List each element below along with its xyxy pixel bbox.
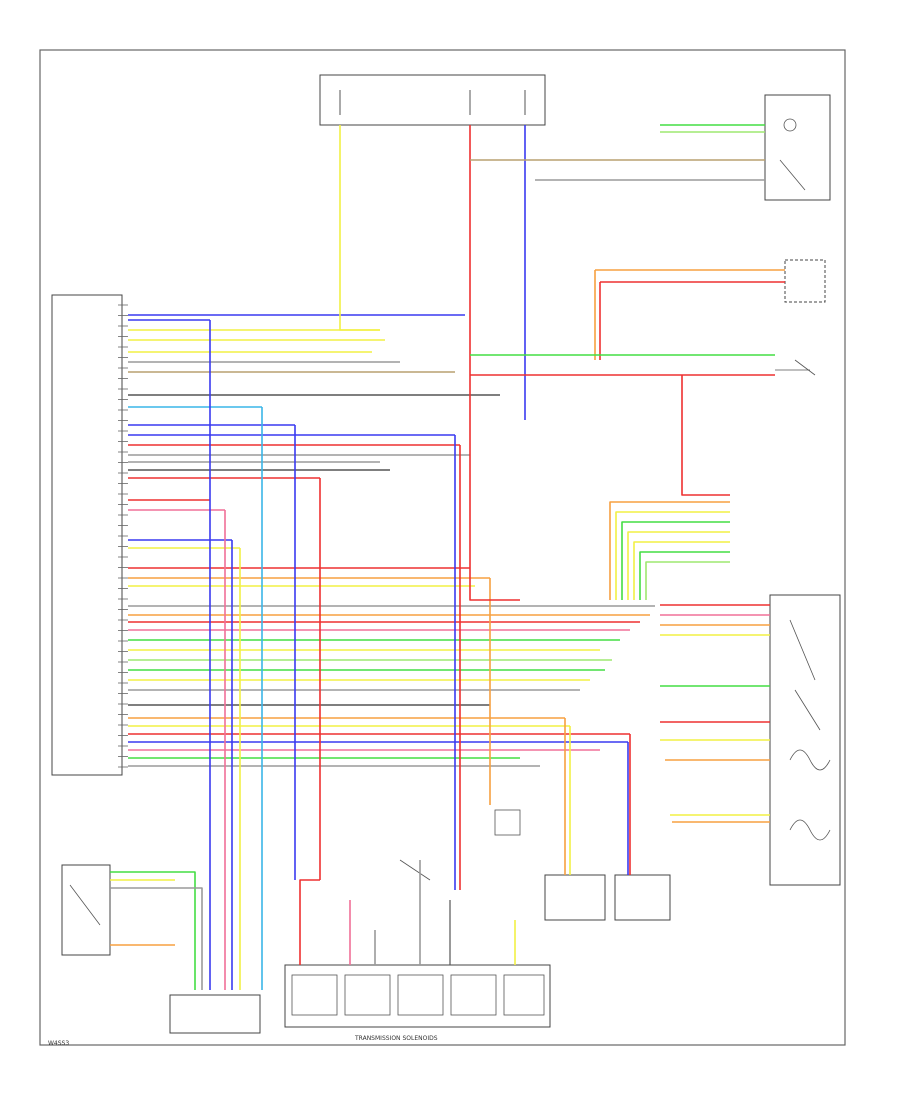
- wire-93: [299, 879, 320, 965]
- wire-74: [633, 541, 730, 600]
- transmission-label: TRANSMISSION SOLENOIDS: [354, 1035, 438, 1042]
- throttle-position-sensor: [61, 864, 111, 956]
- wire-57: [469, 125, 520, 601]
- transmission-assembly: [284, 964, 551, 1028]
- ecu-pin-list: [118, 304, 128, 768]
- wire-harness: [110, 124, 785, 990]
- wire-91: [175, 871, 196, 990]
- shift-lock-solenoid: [784, 259, 826, 303]
- ecu-connector: [51, 294, 123, 776]
- footer-code: W4SS3: [48, 1040, 69, 1047]
- wire-69: [681, 375, 730, 496]
- wire-92: [175, 887, 203, 990]
- wire-73: [627, 531, 730, 600]
- transmission-sub-blocks: [291, 974, 545, 1016]
- diagram-border: [39, 49, 846, 1046]
- wire-71: [615, 511, 730, 600]
- transmission-range-switch: [769, 594, 841, 886]
- engine-control-module: [169, 994, 261, 1034]
- wire-56: [339, 125, 380, 331]
- wire-72: [621, 521, 730, 600]
- switch-circle-icon: [783, 118, 797, 132]
- pressure-switch: [399, 859, 431, 881]
- wire-75: [639, 551, 730, 600]
- solenoid-module-1: [544, 874, 606, 921]
- wire-70: [609, 501, 730, 600]
- brake-switch: [775, 359, 816, 376]
- transmission-range-switch-top: [764, 94, 831, 201]
- solenoid-module-2: [614, 874, 671, 921]
- fuse-box: [319, 74, 546, 126]
- wire-76: [645, 561, 730, 600]
- speed-sensor: [494, 809, 521, 836]
- range-switch-contacts: [789, 619, 831, 841]
